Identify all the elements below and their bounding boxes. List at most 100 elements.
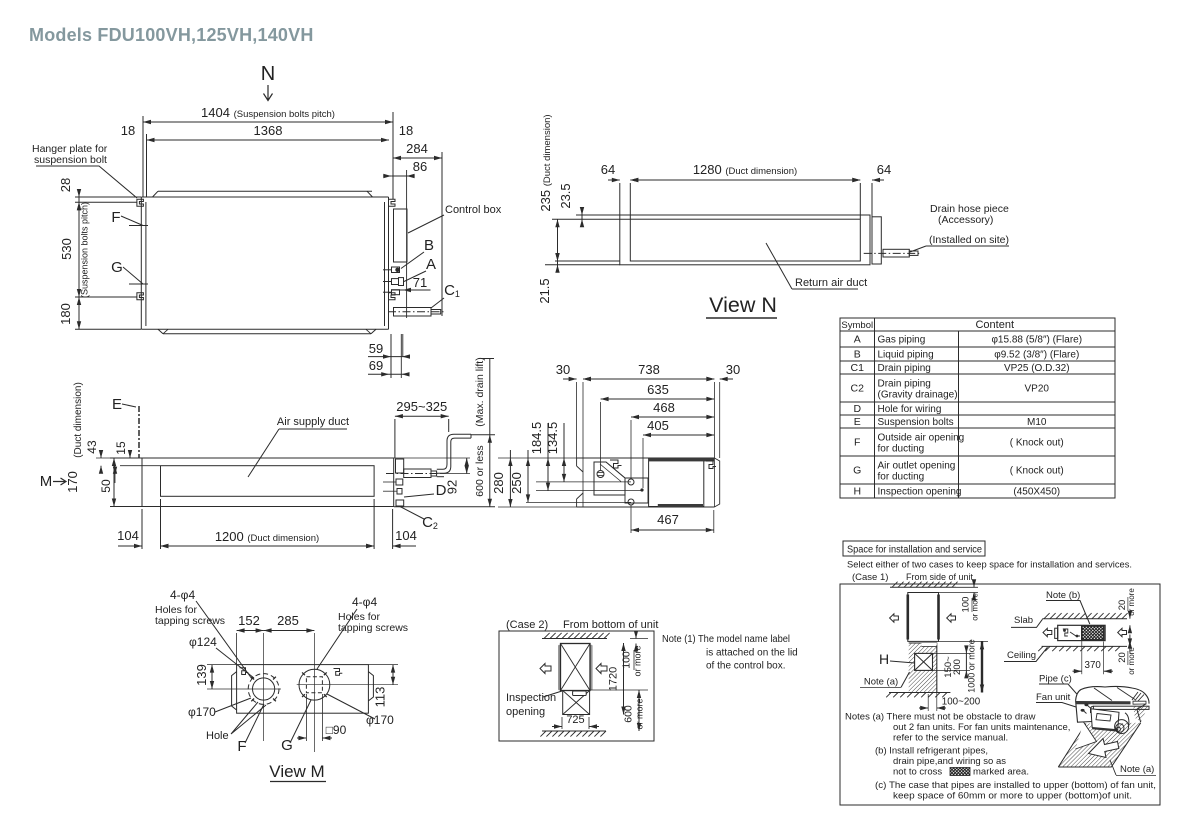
svg-text:1404 (Suspension bolts pitch): 1404 (Suspension bolts pitch) [201,105,335,120]
svg-text:23.5: 23.5 [558,183,573,208]
svg-text:405: 405 [647,418,669,433]
svg-text:E: E [854,416,861,428]
svg-text:4-φ4: 4-φ4 [352,595,377,609]
svg-text:18: 18 [121,123,135,138]
svg-text:285: 285 [277,613,299,628]
svg-text:43: 43 [85,440,99,454]
svg-text:(Duct dimension): (Duct dimension) [73,382,84,458]
svg-text:284: 284 [406,141,428,156]
svg-text:20: 20 [1117,600,1128,611]
svg-text:(Suspension bolts pitch): (Suspension bolts pitch) [80,202,90,298]
svg-text:From side of unit: From side of unit [906,572,974,582]
svg-text:104: 104 [117,528,139,543]
svg-text:104: 104 [395,528,417,543]
svg-text:or more: or more [1127,647,1136,675]
svg-text:C1: C1 [851,362,865,374]
svg-text:B: B [424,237,434,254]
svg-text:Note (b): Note (b) [1046,590,1080,601]
svg-text:Air supply duct: Air supply duct [277,416,349,428]
svg-text:D: D [436,482,447,499]
svg-text:(Max. drain lift): (Max. drain lift) [474,357,486,426]
svg-text:64: 64 [601,162,615,177]
svg-text:D: D [853,403,861,415]
svg-text:600: 600 [623,705,635,723]
svg-text:1368: 1368 [254,123,283,138]
svg-text:suspension bolt: suspension bolt [34,154,107,166]
svg-text:of the control box.: of the control box. [706,661,786,672]
svg-text:738: 738 [638,362,660,377]
svg-text:Control box: Control box [445,204,502,216]
svg-text:600 or less: 600 or less [474,445,486,496]
svg-text:N: N [261,63,275,85]
svg-text:(b) Install refrigerant pipes: (b) Install refrigerant pipes, [875,746,988,757]
svg-text:170: 170 [65,471,80,493]
svg-text:G: G [853,465,861,477]
svg-text:A: A [426,256,436,273]
svg-text:200: 200 [952,659,963,675]
svg-text:Gas piping: Gas piping [878,335,926,346]
svg-text:(450X450): (450X450) [1013,487,1060,498]
svg-text:1280 (Duct dimension): 1280 (Duct dimension) [693,162,797,177]
svg-text:184.5: 184.5 [529,422,544,455]
svg-text:is attached on the lid: is attached on the lid [706,648,798,659]
svg-text:530: 530 [59,238,74,260]
svg-text:467: 467 [657,512,679,527]
svg-text:30: 30 [726,362,740,377]
svg-text:100~200: 100~200 [942,697,981,708]
svg-text:not to cross: not to cross [893,767,942,778]
svg-text:28: 28 [58,178,73,192]
svg-text:1000 or more: 1000 or more [967,639,977,693]
svg-text:F: F [111,209,120,226]
svg-text:Liquid piping: Liquid piping [878,350,934,361]
svg-text:295~325: 295~325 [396,399,447,414]
svg-text:Holes for: Holes for [155,604,198,616]
svg-text:Return air duct: Return air duct [795,277,867,289]
svg-text:G: G [111,259,123,276]
svg-text:From bottom of unit: From bottom of unit [563,619,658,631]
svg-text:(Case 1): (Case 1) [852,572,888,583]
svg-text:F: F [854,437,860,449]
svg-text:(Accessory): (Accessory) [938,214,993,226]
svg-text:□90: □90 [326,723,347,737]
svg-text:VP20: VP20 [1025,384,1050,395]
svg-text:468: 468 [653,400,675,415]
svg-text:( Knock out): ( Knock out) [1010,466,1064,477]
svg-text:Holes for: Holes for [338,611,381,623]
svg-text:Note (a): Note (a) [864,677,898,688]
svg-text:Hole: Hole [206,730,229,742]
svg-text:H: H [879,651,889,667]
svg-text:Select either of two cases to: Select either of two cases to keep space… [847,560,1132,571]
svg-text:(c) The case that pipes are i: (c) The case that pipes are installed to… [875,780,1156,791]
svg-text:B: B [854,349,861,361]
svg-text:out 2 fan units. For fan units: out 2 fan units. For fan units maintenan… [893,722,1070,733]
svg-text:Ceiling: Ceiling [1007,650,1036,661]
svg-text:View M: View M [269,762,324,781]
svg-text:69: 69 [369,358,383,373]
svg-text:635: 635 [647,382,669,397]
svg-text:Outside air opening: Outside air opening [878,433,965,444]
svg-text:100: 100 [961,597,972,613]
svg-text:or more: or more [635,698,645,729]
svg-text:G: G [281,737,293,754]
svg-text:370: 370 [1085,660,1102,671]
svg-text:tapping screws: tapping screws [155,615,225,627]
svg-text:H: H [853,486,861,498]
svg-text:Hole for wiring: Hole for wiring [878,404,942,415]
svg-text:30: 30 [556,362,570,377]
svg-text:134.5: 134.5 [545,422,560,455]
svg-text:4-φ4: 4-φ4 [170,588,195,602]
svg-text:or more: or more [1127,588,1136,616]
svg-text:VP25 (O.D.32): VP25 (O.D.32) [1004,363,1070,374]
svg-text:150~: 150~ [943,656,954,678]
svg-text:71: 71 [413,275,427,290]
svg-text:Notes (a) There must not be o: Notes (a) There must not be obstacle to … [845,712,1036,723]
svg-text:152: 152 [238,613,260,628]
svg-text:50: 50 [99,479,113,493]
svg-text:Pipe (c): Pipe (c) [1039,674,1072,685]
svg-text:113: 113 [373,687,388,708]
svg-text:280: 280 [491,472,506,494]
svg-text:100: 100 [621,651,633,669]
svg-text:Air outlet opening: Air outlet opening [878,461,956,472]
svg-text:92: 92 [445,480,460,494]
svg-text:M10: M10 [1027,417,1047,428]
